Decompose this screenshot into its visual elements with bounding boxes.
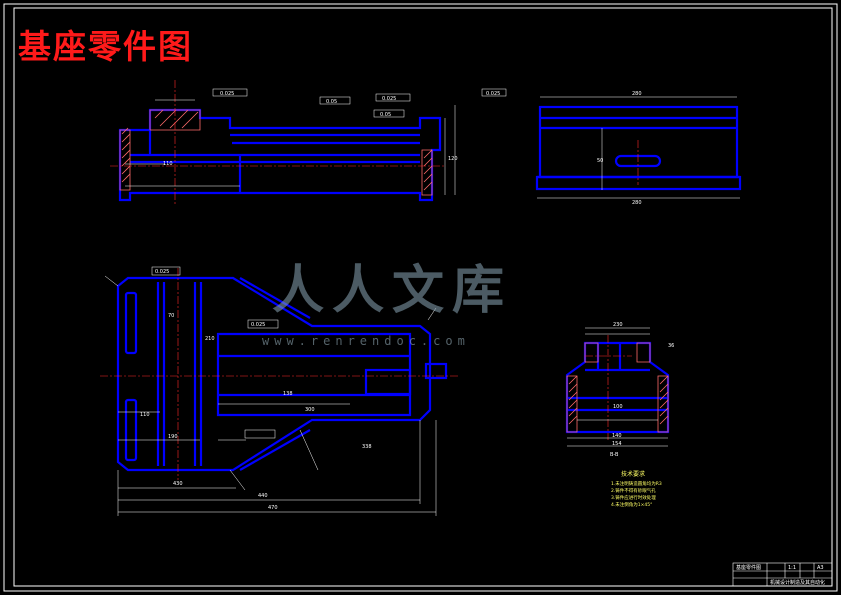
dim-140: 140 — [612, 433, 622, 439]
dim-154: 154 — [612, 441, 622, 447]
dim-300: 300 — [305, 407, 315, 413]
dim-210: 210 — [205, 336, 215, 342]
dim-230: 230 — [613, 322, 623, 328]
title-block-scale: 1:1 — [788, 565, 796, 571]
tol-label-4: 0.05 — [380, 112, 391, 118]
tol-label-1: 0.025 — [220, 91, 234, 97]
dim-280-bottom: 280 — [632, 200, 642, 206]
dim-120: 120 — [448, 156, 458, 162]
section-view: 100 140 154 230 36 B-B — [565, 322, 674, 458]
dim-50: 50 — [597, 158, 603, 164]
dim-190: 190 — [168, 434, 178, 440]
title-block — [732, 562, 833, 587]
dim-70: 70 — [168, 313, 174, 319]
dim-280-top: 280 — [632, 91, 642, 97]
tol-label-2: 0.05 — [326, 99, 337, 105]
dim-36: 36 — [668, 343, 674, 349]
top-view: 0.025 0.025 70 138 300 110 190 338 430 4… — [100, 266, 460, 516]
dim-430: 430 — [173, 481, 183, 487]
title-block-sheet: A3 — [817, 565, 824, 571]
title-block-part-name: 基座零件图 — [736, 564, 761, 571]
drawing-frame — [3, 3, 838, 592]
title-block-school: 机械设计制造及其自动化 — [770, 579, 825, 586]
tech-note-3: 3.铸件应进行时效处理 — [611, 496, 656, 501]
dim-138: 138 — [283, 391, 293, 397]
dim-110-top: 110 — [140, 412, 150, 418]
tech-notes-heading: 技术要求 — [621, 471, 646, 478]
drawing-title: 基座零件图 — [18, 27, 193, 66]
side-view: 280 280 50 — [535, 91, 742, 206]
dim-470: 470 — [268, 505, 278, 511]
tol-label-5: 0.025 — [486, 91, 500, 97]
tech-note-1: 1.未注明铸造圆角均为R3 — [611, 482, 662, 487]
watermark-text: 人人文库 — [272, 261, 513, 321]
tol-label-6: 0.025 — [155, 269, 169, 275]
dim-440: 440 — [258, 493, 268, 499]
tech-note-4: 4.未注倒角为1×45° — [611, 503, 653, 508]
dim-110: 110 — [163, 161, 173, 167]
tech-note-2: 2.铸件不得有砂眼气孔 — [611, 489, 656, 494]
watermark-url: www.renrendoc.com — [262, 334, 470, 348]
tol-label-3: 0.025 — [382, 96, 396, 102]
dim-338: 338 — [362, 444, 372, 450]
section-label: B-B — [610, 452, 619, 458]
dim-100: 100 — [613, 404, 623, 410]
front-view: 0.025 0.05 0.025 0.05 0.025 110 120 — [110, 80, 507, 205]
tol-label-7: 0.025 — [251, 322, 265, 328]
